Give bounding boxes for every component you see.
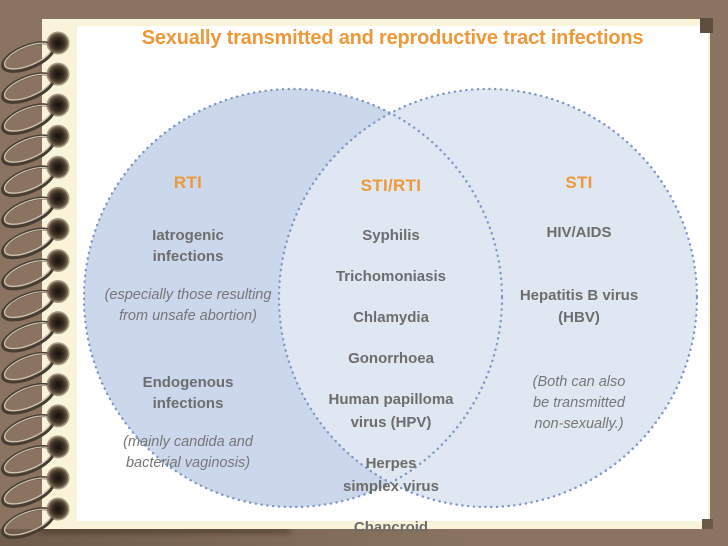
list-item: Iatrogenic infections — [152, 227, 224, 265]
binder-hole — [48, 374, 68, 395]
spiral-ring — [1, 124, 70, 167]
slide-title: Sexually transmitted and reproductive tr… — [141, 27, 644, 49]
binder-hole — [48, 312, 68, 333]
spiral-ring — [1, 93, 70, 136]
binder-hole — [48, 436, 68, 457]
right-circle-fill — [279, 89, 697, 507]
list-item-note: (mainly candida and bacterial vaginosis) — [123, 434, 253, 471]
bottom-shadow — [0, 529, 480, 546]
spiral-ring — [1, 373, 70, 415]
binder-hole — [48, 157, 68, 178]
binder-hole — [48, 499, 68, 520]
spiral-ring — [1, 466, 70, 508]
list-item: HIV/AIDS — [546, 224, 612, 241]
binder-hole — [48, 188, 68, 209]
spiral-ring — [1, 248, 70, 291]
spiral-ring — [1, 404, 70, 446]
binder-hole — [48, 467, 68, 488]
list-item-note: (especially those resulting from unsafe … — [104, 287, 272, 324]
binder-hole — [48, 281, 68, 302]
list-item-note: (Both can also be transmitted non-sexual… — [532, 374, 626, 432]
page-shadow — [40, 528, 290, 533]
page-corner-fold-top — [700, 18, 713, 33]
spiral-ring — [1, 155, 70, 198]
left-circle-dotted-border — [82, 87, 504, 509]
binder-hole — [48, 250, 68, 271]
list-item: Chancroid — [353, 519, 429, 536]
binder-hole — [48, 219, 68, 240]
right-circle-dotted-border — [277, 87, 699, 509]
sti-rti-heading: STI/RTI — [360, 176, 422, 195]
spiral-ring — [1, 435, 70, 477]
venn-left-column: RTI Iatrogenic infections (especially th… — [93, 155, 283, 492]
spiral-ring — [1, 311, 70, 353]
page-corner-fold-bottom — [702, 519, 713, 529]
list-item: Human papilloma virus (HPV) — [328, 391, 454, 431]
venn-overlap-column: STI/RTI Syphilis Trichomoniasis Chlamydi… — [301, 158, 481, 546]
list-item: Chlamydia — [353, 309, 429, 326]
list-item: Gonorrhoea — [348, 350, 434, 367]
list-item: Hepatitis B virus (HBV) — [519, 287, 639, 326]
sti-heading: STI — [565, 173, 593, 192]
spiral-ring — [1, 497, 70, 539]
list-item: Endogenous infections — [142, 374, 234, 412]
list-item: Trichomoniasis — [335, 268, 447, 285]
spiral-ring — [1, 186, 70, 229]
spiral-ring — [1, 342, 70, 384]
spiral-ring — [1, 217, 70, 260]
binder-hole — [48, 343, 68, 364]
list-item: Syphilis — [362, 227, 420, 244]
binder-hole — [48, 405, 68, 426]
binder-hole — [48, 95, 68, 116]
binder-hole — [48, 33, 68, 53]
spiral-ring — [1, 31, 70, 73]
spiral-ring — [1, 280, 70, 322]
binder-hole — [48, 64, 68, 85]
spiral-ring — [1, 62, 70, 104]
rti-heading: RTI — [173, 173, 203, 192]
binder-hole — [48, 126, 68, 147]
venn-right-column: STI HIV/AIDS Hepatitis B virus (HBV) (Bo… — [494, 155, 664, 453]
list-item: Herpes simplex virus — [343, 455, 439, 495]
